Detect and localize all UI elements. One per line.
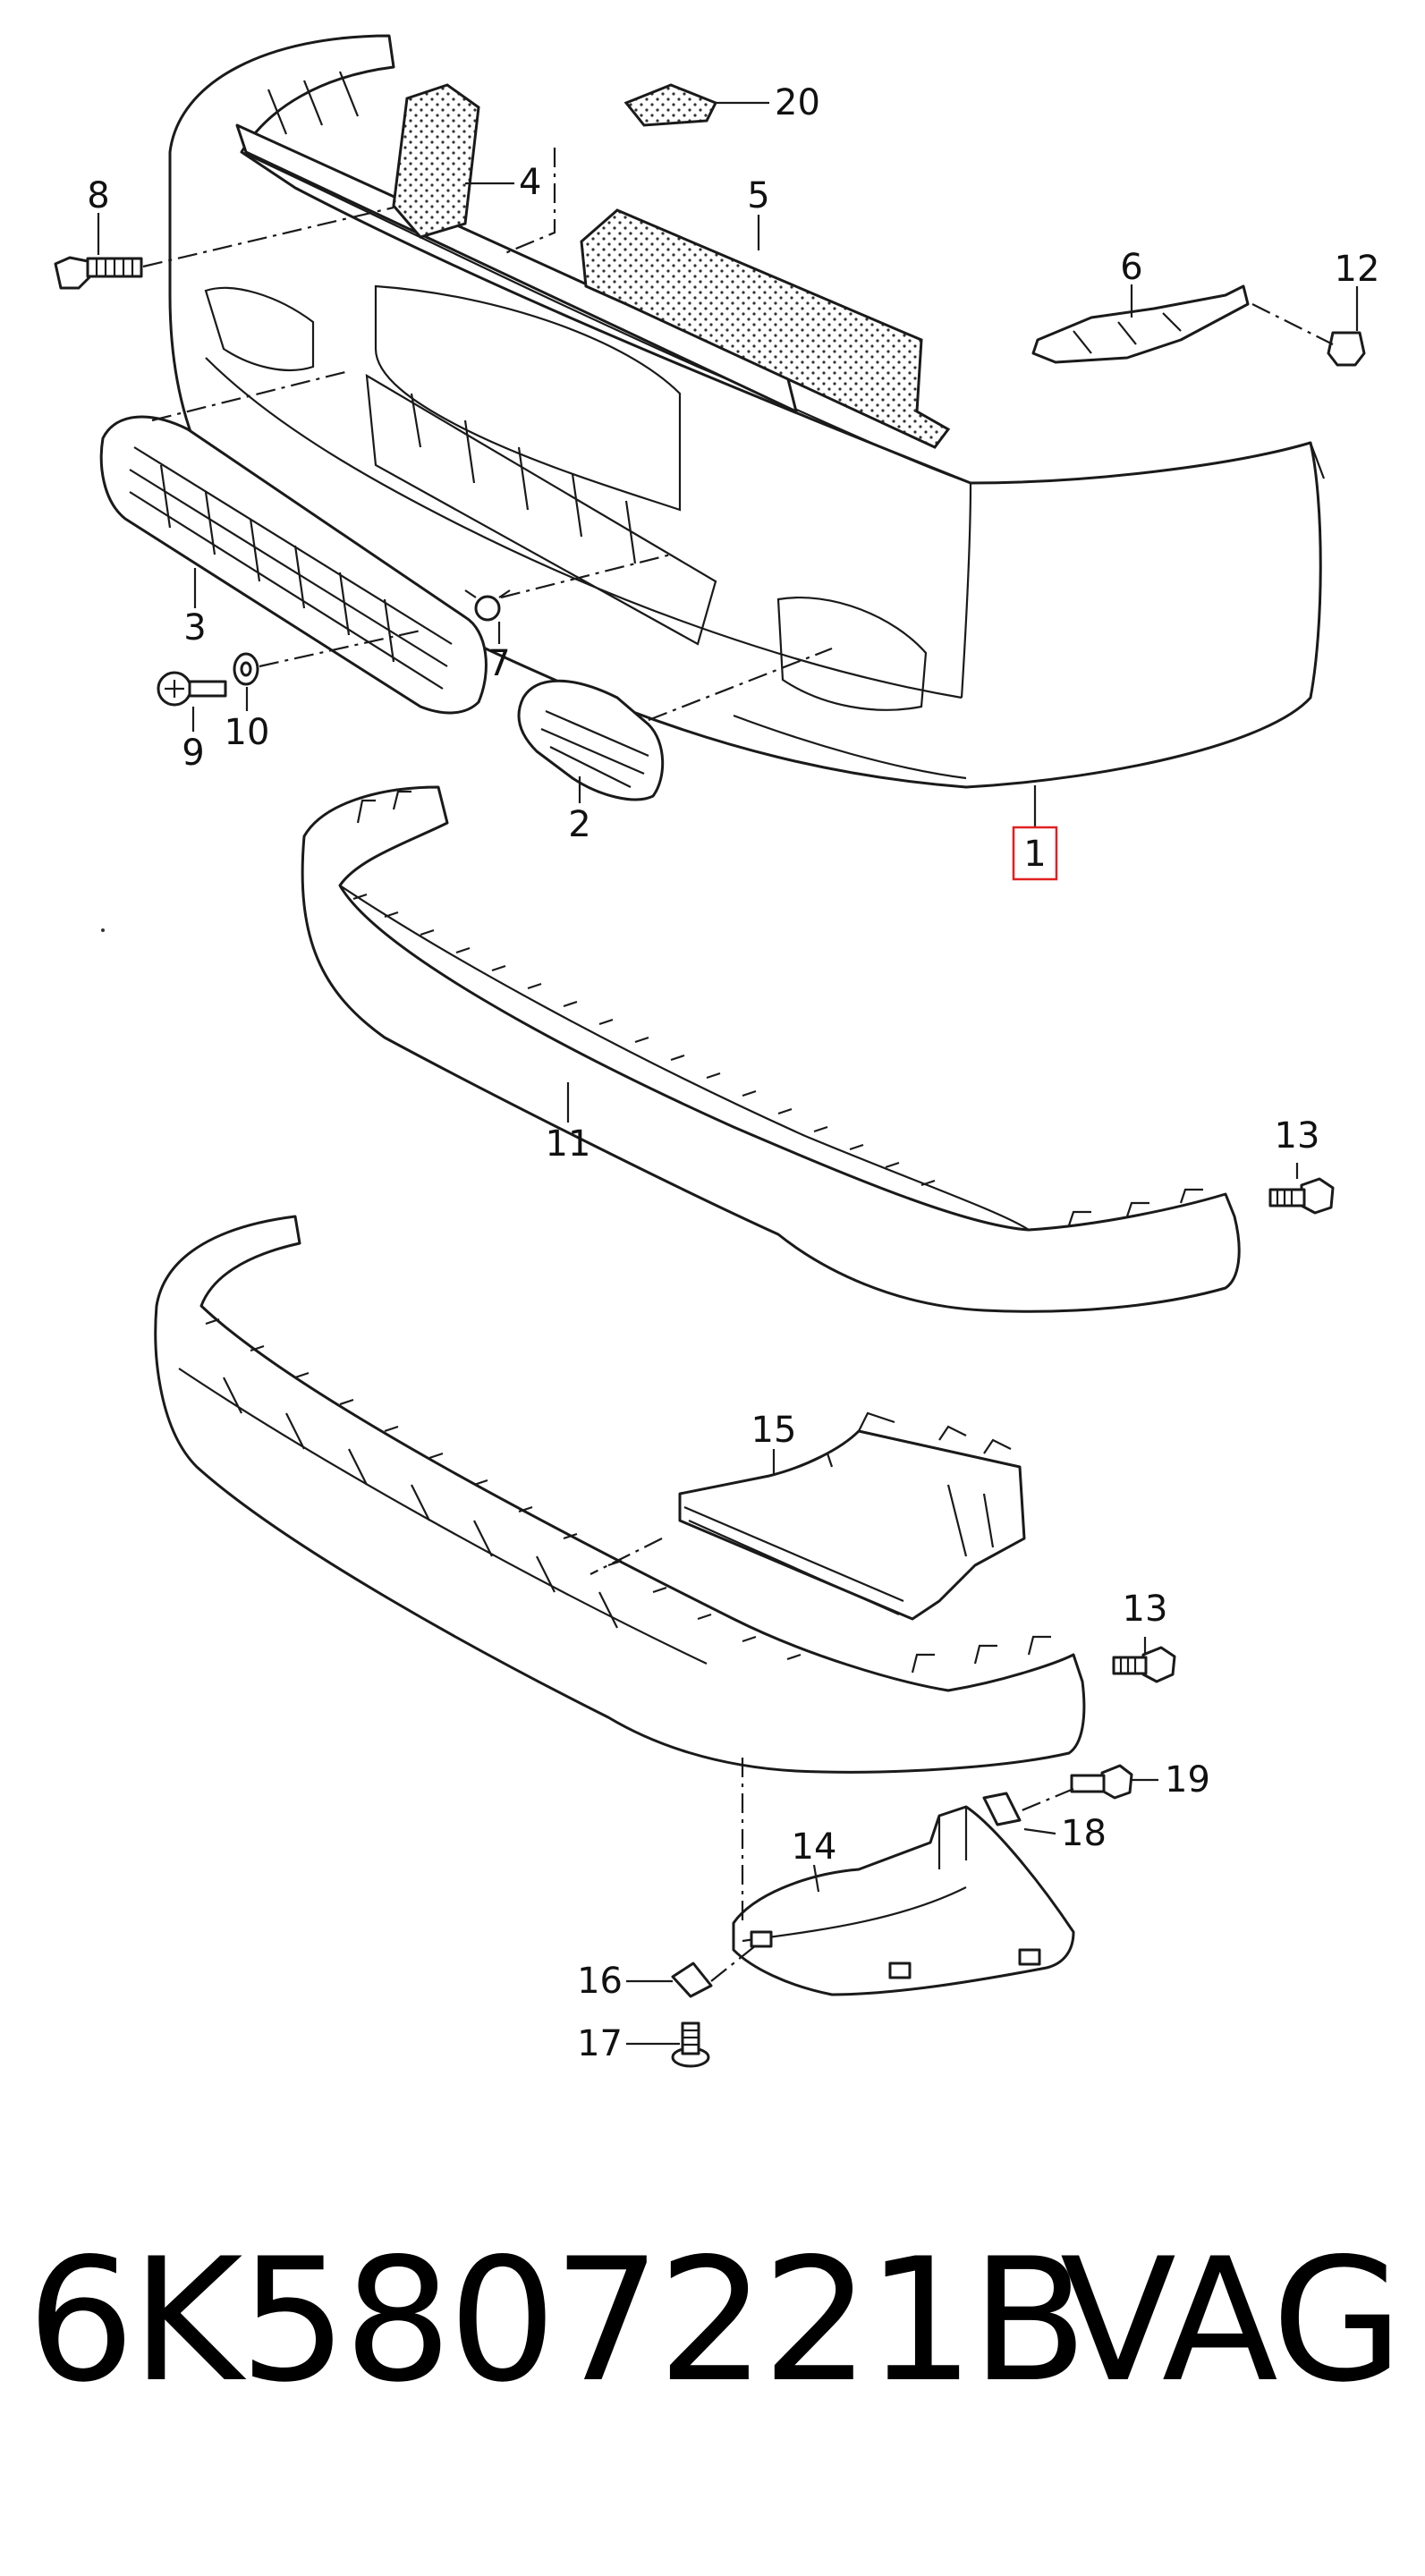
callout-16: 16 — [577, 1961, 623, 2002]
callout-1: 1 — [1023, 834, 1046, 875]
callout-18: 18 — [1061, 1813, 1107, 1854]
highlight-box-part-1 — [1012, 826, 1058, 881]
screw-part-8 — [54, 256, 143, 290]
fog-grille-part-2 — [517, 679, 665, 801]
callout-9: 9 — [182, 733, 204, 774]
air-guide-part-14 — [732, 1805, 1075, 1996]
footer: 6K5807221B VAG — [0, 2236, 1425, 2415]
bolt-part-19 — [1070, 1764, 1133, 1800]
bumper-cover-part-1 — [168, 34, 1326, 789]
spoiler-part-11 — [301, 785, 1241, 1313]
callout-19: 19 — [1165, 1759, 1210, 1801]
callout-4: 4 — [519, 162, 541, 203]
callout-8: 8 — [87, 175, 109, 216]
clip-nut-part-12 — [1327, 331, 1366, 367]
callout-13-lower: 13 — [1123, 1589, 1168, 1630]
bolt-part-13-upper — [1268, 1177, 1335, 1215]
washer-part-10 — [233, 652, 259, 686]
screw-part-17 — [671, 2021, 710, 2068]
part-number: 6K5807221B — [27, 2222, 1088, 2419]
callout-11: 11 — [546, 1123, 591, 1165]
callout-labels: 8 4 5 20 6 12 3 7 9 10 2 1 11 13 15 13 1… — [87, 82, 1379, 2064]
callout-2: 2 — [568, 804, 590, 845]
clip-part-7 — [464, 589, 511, 622]
callout-3: 3 — [183, 607, 206, 648]
brand-label: VAG — [1060, 2222, 1404, 2419]
callout-6: 6 — [1120, 247, 1142, 288]
nut-clip-part-16 — [671, 1962, 713, 1998]
callout-10: 10 — [225, 712, 270, 753]
callout-14: 14 — [792, 1826, 837, 1868]
clip-part-20 — [623, 83, 718, 127]
callout-13-upper: 13 — [1275, 1115, 1320, 1157]
lower-valance — [154, 1215, 1086, 1774]
foam-absorber-part-5 — [580, 208, 951, 449]
grille-part-3 — [99, 415, 488, 715]
callout-7: 7 — [488, 643, 510, 684]
foam-pad-part-4 — [392, 83, 480, 239]
bracket-part-6 — [1031, 284, 1250, 364]
leader-lines — [97, 101, 1359, 2046]
nut-clip-part-18 — [982, 1792, 1022, 1826]
callout-12: 12 — [1335, 249, 1380, 290]
callout-20: 20 — [775, 82, 820, 123]
air-duct-part-15 — [678, 1411, 1026, 1621]
callout-5: 5 — [747, 175, 769, 216]
screw-part-9 — [157, 671, 227, 707]
callout-15: 15 — [751, 1410, 797, 1451]
stray-dot — [101, 928, 105, 932]
callout-17: 17 — [577, 2023, 623, 2064]
bolt-part-13-lower — [1112, 1646, 1176, 1683]
assembly-lines — [142, 148, 1334, 1982]
